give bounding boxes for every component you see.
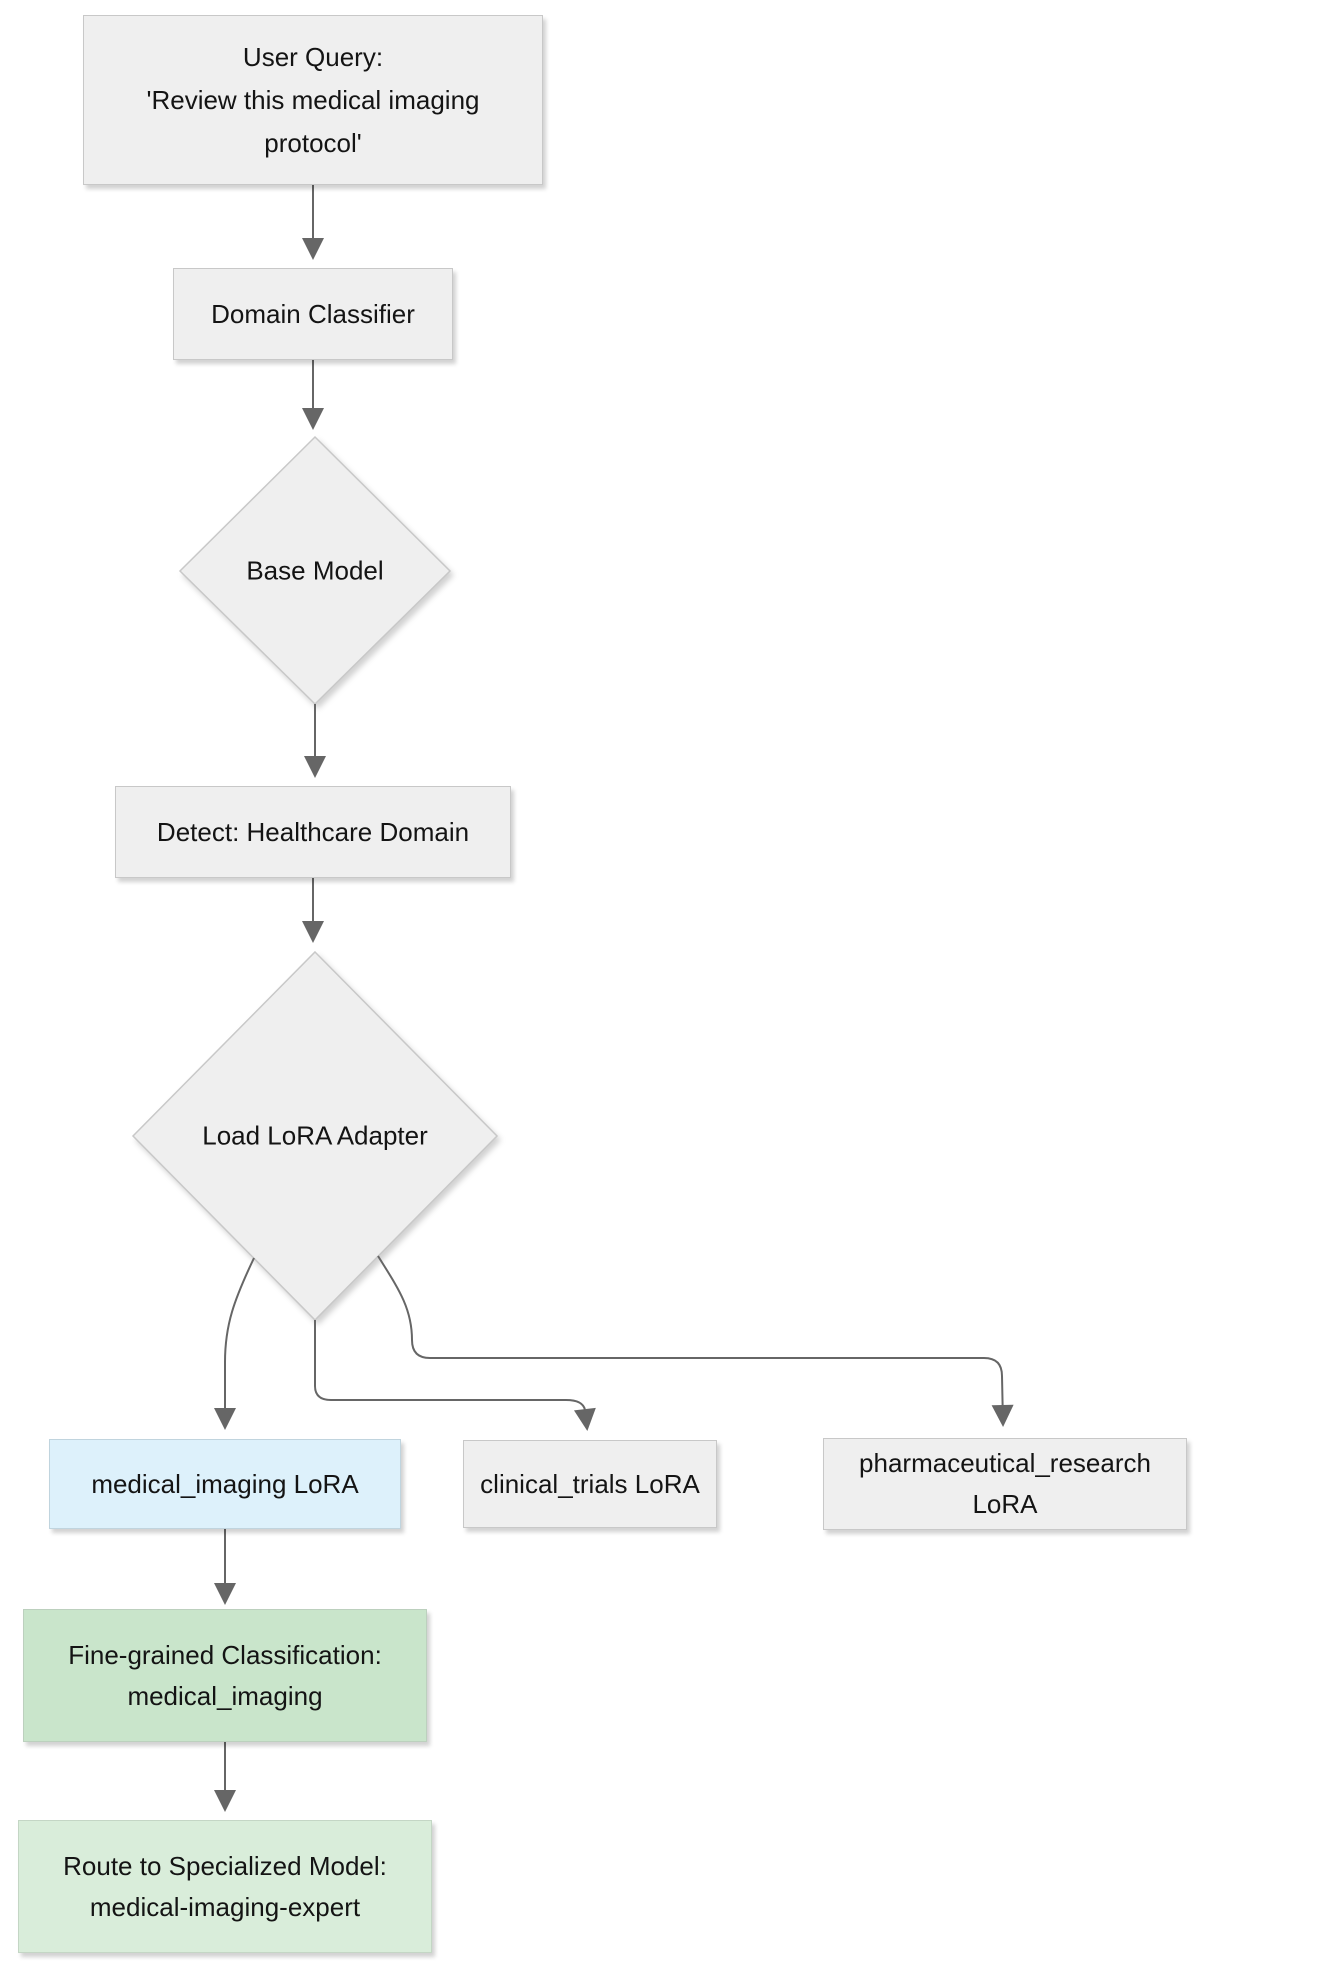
node-user-query-line-3: protocol' [264, 127, 362, 158]
node-clinical-trials-lora-label: clinical_trials LoRA [480, 1468, 700, 1499]
node-domain-classifier: Domain Classifier [173, 268, 453, 360]
diamond-base-model-label: Base Model [246, 555, 384, 586]
node-route-to-specialized-model: Route to Specialized Model: medical-imag… [18, 1820, 432, 1953]
node-domain-classifier-label: Domain Classifier [211, 298, 415, 329]
node-detect-healthcare-domain-label: Detect: Healthcare Domain [156, 816, 470, 847]
node-route-to-specialized-model-line-2: medical-imaging-expert [89, 1891, 361, 1922]
edge-load-lora-to-clinical-trials [314, 1320, 596, 1431]
edge-load-lora-to-medical-imaging [214, 1257, 255, 1430]
edge-load-lora-to-pharmaceutical-research [377, 1255, 1014, 1427]
node-detect-healthcare-domain: Detect: Healthcare Domain [115, 786, 511, 878]
node-route-to-specialized-model-line-1: Route to Specialized Model: [63, 1850, 387, 1881]
node-fine-grained-classification-line-2: medical_imaging [127, 1680, 323, 1711]
node-user-query: User Query: 'Review this medical imaging… [83, 15, 543, 185]
node-medical-imaging-lora: medical_imaging LoRA [49, 1439, 401, 1529]
node-user-query-line-2: 'Review this medical imaging [146, 84, 480, 115]
diamond-load-lora-adapter-label: Load LoRA Adapter [202, 1120, 428, 1151]
node-clinical-trials-lora: clinical_trials LoRA [463, 1440, 717, 1528]
node-fine-grained-classification-line-1: Fine-grained Classification: [68, 1639, 382, 1670]
node-medical-imaging-lora-label: medical_imaging LoRA [91, 1468, 359, 1499]
node-fine-grained-classification: Fine-grained Classification: medical_ima… [23, 1609, 427, 1742]
node-user-query-line-1: User Query: [242, 41, 384, 72]
node-pharmaceutical-research-lora: pharmaceutical_research LoRA [823, 1438, 1187, 1530]
node-pharmaceutical-research-lora-label: pharmaceutical_research LoRA [859, 1448, 1151, 1519]
